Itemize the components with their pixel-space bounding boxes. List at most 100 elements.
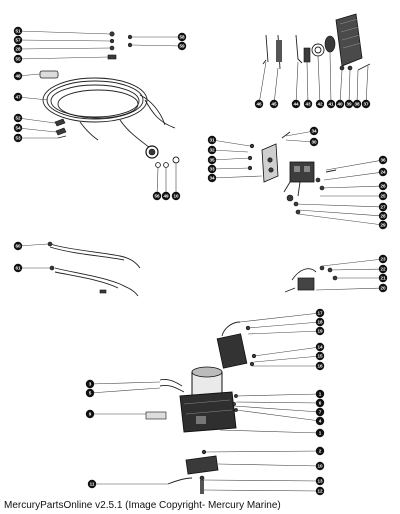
callout-c31: 34 (285, 126, 319, 137)
callout-badge (352, 99, 362, 109)
callout-number: 10 (317, 464, 323, 469)
callout-badge (378, 191, 388, 201)
callout-c22: 39 (344, 69, 354, 109)
leader-line (321, 258, 384, 267)
callout-badge (378, 181, 388, 191)
callout-badge (315, 326, 325, 336)
pump-lower-parts (167, 449, 219, 494)
callout-number: 59 (179, 44, 185, 49)
callout-number: 4 (319, 419, 322, 424)
callout-number: 27 (380, 205, 386, 210)
callout-c15: 46 (254, 61, 267, 109)
callout-badge (85, 388, 95, 398)
callout-number: 3 (89, 382, 92, 387)
callout-c61: 13 (203, 476, 325, 486)
callout-number: 48 (15, 74, 21, 79)
callout-badge (378, 220, 388, 230)
callout-c8: 47 (13, 92, 49, 102)
callout-badge (13, 123, 23, 133)
callout-number: 31 (209, 138, 215, 143)
callout-number: 58 (179, 35, 185, 40)
callout-c18: 43 (303, 61, 313, 109)
callout-c49: 15 (253, 351, 325, 363)
callout-c35: 27 (295, 202, 388, 212)
callout-number: 46 (256, 102, 262, 107)
callout-c16: 45 (269, 67, 279, 109)
callout-c14: 10 (171, 164, 181, 201)
callout-c11: 53 (13, 133, 58, 143)
callout-number: 55 (15, 57, 21, 62)
leader-line (211, 157, 251, 161)
callout-badge (344, 99, 354, 109)
callout-number: 28 (380, 214, 386, 219)
leader-line (295, 203, 384, 208)
callout-badge (13, 133, 23, 143)
leader-line (17, 56, 109, 60)
leader-line (253, 346, 321, 357)
callout-number: 40 (337, 102, 343, 107)
callout-number: 53 (15, 136, 21, 141)
callout-c40: 61 (13, 263, 50, 273)
callout-badge (378, 167, 388, 177)
leader-line (329, 268, 384, 271)
callout-badge (13, 71, 23, 81)
callout-badge (171, 191, 181, 201)
rod-part (262, 34, 269, 65)
callout-badge (326, 99, 336, 109)
callout-c59: 2 (205, 446, 325, 456)
callout-c38: 30 (285, 137, 319, 147)
callout-number: 11 (90, 482, 95, 487)
callout-c25: 31 (207, 135, 251, 147)
callout-number: 5 (89, 391, 92, 396)
callout-badge (315, 416, 325, 426)
callout-number: 15 (317, 354, 323, 359)
grommet-strip (39, 70, 59, 79)
callout-badge (315, 446, 325, 456)
callout-number: 25 (380, 194, 386, 199)
panel-box (335, 13, 363, 67)
leader-line (239, 312, 321, 323)
callout-c57: 4 (235, 409, 325, 426)
callout-c36: 28 (297, 209, 388, 221)
leader-line (233, 405, 321, 413)
harness-plug (145, 145, 159, 159)
leader-line (323, 171, 384, 181)
callout-number: 30 (311, 140, 317, 145)
callout-badge (361, 99, 371, 109)
callout-c9: 52 (13, 113, 56, 124)
callout-badge (177, 41, 187, 51)
callout-number: 42 (317, 102, 323, 107)
callout-badge (378, 202, 388, 212)
callout-badge (13, 92, 23, 102)
callout-badge (309, 126, 319, 136)
callout-number: 19 (317, 329, 323, 334)
leader-line (211, 149, 249, 153)
callout-badge (13, 263, 23, 273)
callout-c41: 23 (321, 254, 388, 267)
callout-badge (309, 137, 319, 147)
wiring-harness-coil (42, 77, 176, 149)
leader-line (17, 243, 49, 247)
callout-number: 57 (15, 38, 21, 43)
callout-c45: 17 (239, 308, 325, 323)
leader-line (156, 167, 159, 197)
leader-line (217, 463, 321, 467)
callout-c24: 37 (361, 65, 371, 109)
callout-c32: 24 (323, 167, 388, 181)
callout-badge (315, 308, 325, 318)
callout-badge (152, 191, 162, 201)
callout-c39: 60 (13, 241, 49, 251)
callout-number: 12 (317, 489, 323, 494)
callout-number: 17 (317, 311, 323, 316)
callout-number: 14 (317, 345, 323, 350)
pump-motor-assembly (145, 366, 238, 433)
callout-number: 7 (319, 410, 322, 415)
leader-line (325, 159, 384, 171)
callout-c53: 9 (85, 409, 146, 419)
leader-line (365, 65, 369, 105)
callout-badge (207, 164, 217, 174)
image-copyright-caption: MercuryPartsOnline v2.5.1 (Image Copyrig… (4, 500, 281, 511)
leader-line (235, 401, 321, 404)
callout-c63: 11 (87, 479, 168, 489)
callout-c23: 38 (352, 69, 362, 109)
